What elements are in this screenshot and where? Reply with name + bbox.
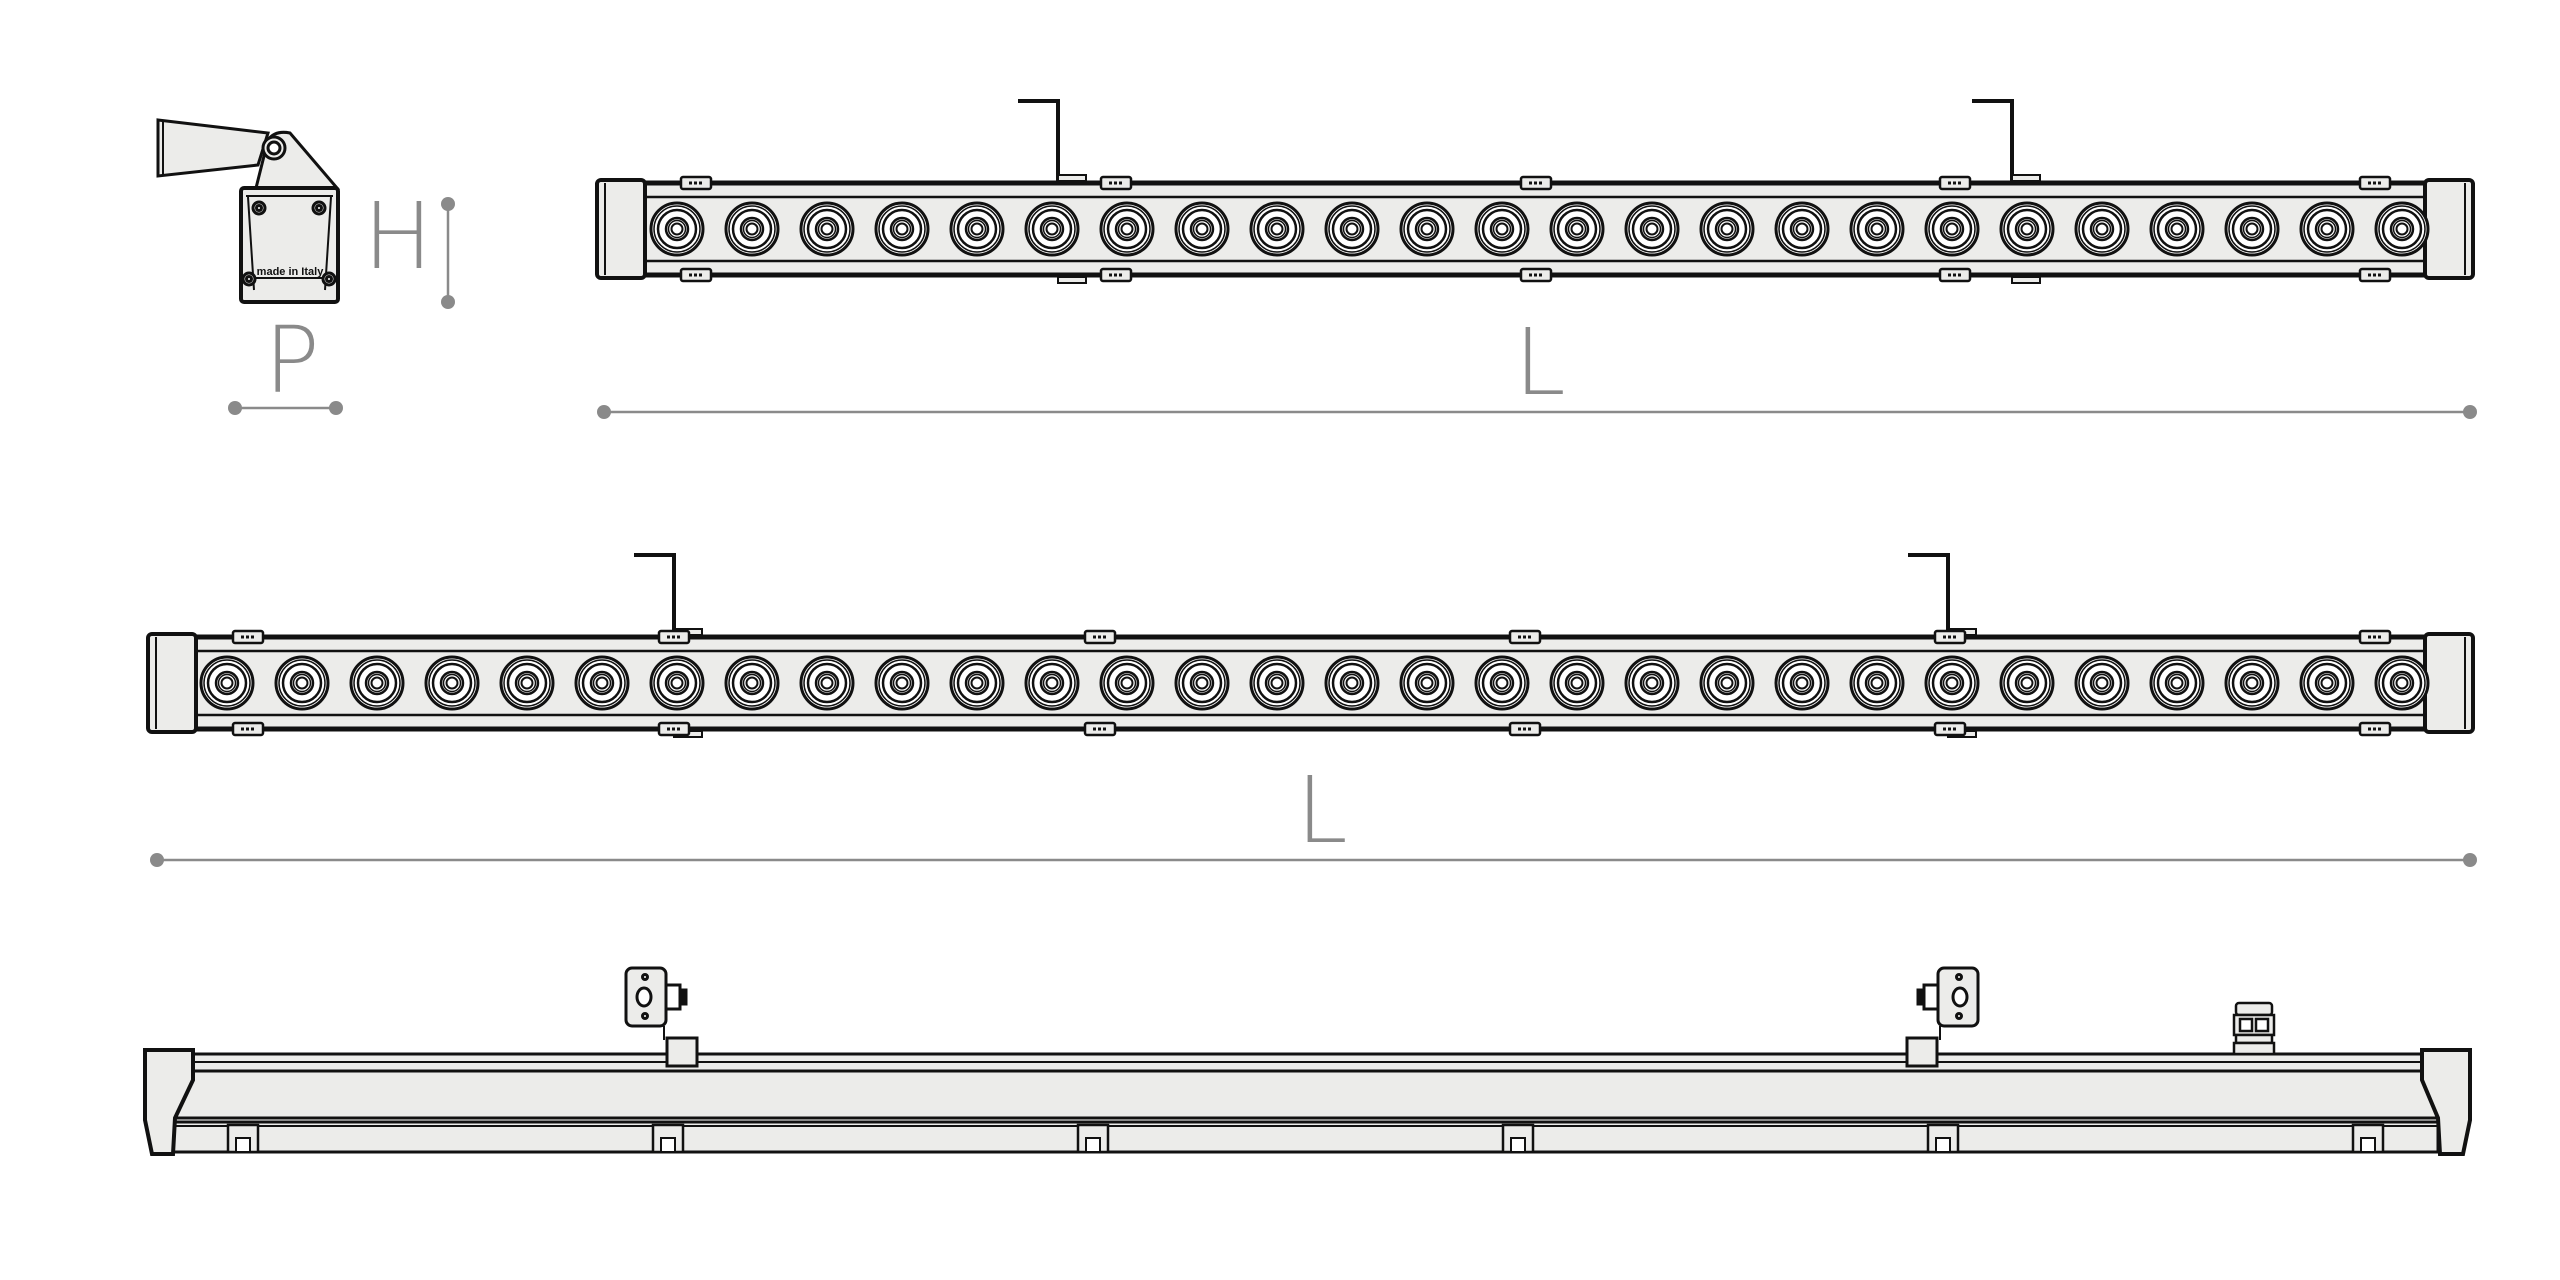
led-lens bbox=[874, 655, 930, 711]
height-label: H bbox=[363, 183, 432, 290]
led-lens bbox=[574, 655, 630, 711]
led-lens bbox=[1099, 655, 1155, 711]
led-lens bbox=[949, 655, 1005, 711]
led-lens bbox=[1774, 655, 1830, 711]
side-body bbox=[172, 1069, 2441, 1120]
mounting-arm bbox=[156, 118, 270, 178]
led-lens bbox=[499, 655, 555, 711]
led-lens bbox=[2149, 655, 2205, 711]
profile-body bbox=[239, 186, 340, 304]
bracket-foot bbox=[2011, 174, 2041, 182]
led-lens bbox=[1924, 655, 1980, 711]
led-lens bbox=[724, 201, 780, 257]
mounting-bracket bbox=[1972, 99, 2040, 181]
led-lens bbox=[874, 201, 930, 257]
depth-label: P bbox=[264, 307, 319, 414]
led-lens bbox=[2224, 201, 2280, 257]
led-lens bbox=[1474, 201, 1530, 257]
led-lens bbox=[1774, 201, 1830, 257]
end-cap-left bbox=[595, 178, 647, 280]
led-lens bbox=[1549, 201, 1605, 257]
led-lens bbox=[649, 655, 705, 711]
bracket-foot bbox=[2011, 276, 2041, 284]
led-lens bbox=[949, 201, 1005, 257]
led-lens bbox=[799, 201, 855, 257]
led-lens bbox=[2224, 655, 2280, 711]
led-lens bbox=[2374, 655, 2430, 711]
led-lens bbox=[2374, 201, 2430, 257]
made-in-italy-label: made in Italy bbox=[257, 266, 325, 278]
lens-panel bbox=[628, 195, 2442, 263]
cable-gland bbox=[2232, 1001, 2276, 1056]
led-lens bbox=[1924, 201, 1980, 257]
led-lens bbox=[1399, 655, 1455, 711]
led-lens bbox=[1699, 201, 1755, 257]
length-label-top: L bbox=[1514, 309, 1565, 416]
led-lens bbox=[199, 655, 255, 711]
led-lens bbox=[1849, 655, 1905, 711]
length-dimension-top bbox=[597, 405, 2477, 419]
led-lens bbox=[1624, 201, 1680, 257]
depth-dimension bbox=[228, 401, 343, 415]
led-lens bbox=[349, 655, 405, 711]
length-label-middle: L bbox=[1296, 757, 1347, 864]
side-bracket-left bbox=[624, 966, 699, 1068]
led-lens bbox=[1399, 201, 1455, 257]
led-lens bbox=[1849, 201, 1905, 257]
bracket-foot bbox=[1057, 276, 1087, 284]
led-lens bbox=[1699, 655, 1755, 711]
led-lens bbox=[1174, 655, 1230, 711]
led-lens bbox=[1474, 655, 1530, 711]
mounting-bracket bbox=[1018, 99, 1086, 181]
mounting-bracket bbox=[634, 553, 702, 635]
led-lens bbox=[724, 655, 780, 711]
led-lens bbox=[1024, 201, 1080, 257]
long-led-bar-front-view bbox=[146, 553, 2475, 738]
end-cap-left bbox=[143, 1048, 195, 1156]
led-lens bbox=[649, 201, 705, 257]
led-lens bbox=[274, 655, 330, 711]
led-lens bbox=[1624, 655, 1680, 711]
led-lens bbox=[2299, 201, 2355, 257]
led-lens bbox=[1324, 655, 1380, 711]
length-dimension-middle bbox=[150, 853, 2477, 867]
led-lens bbox=[1249, 655, 1305, 711]
led-lens bbox=[1174, 201, 1230, 257]
end-cap-left bbox=[146, 632, 198, 734]
mounting-bracket bbox=[1908, 553, 1976, 635]
led-lens bbox=[1999, 201, 2055, 257]
height-dimension bbox=[441, 197, 455, 309]
led-lens bbox=[1024, 655, 1080, 711]
led-lens bbox=[1099, 201, 1155, 257]
led-lens bbox=[1249, 201, 1305, 257]
led-lens bbox=[424, 655, 480, 711]
led-lens bbox=[2299, 655, 2355, 711]
led-lens bbox=[2074, 201, 2130, 257]
profile-view: made in Italy bbox=[156, 118, 341, 304]
led-lens bbox=[1324, 201, 1380, 257]
end-cap-right bbox=[2420, 1048, 2472, 1156]
led-lens bbox=[2149, 201, 2205, 257]
led-lens bbox=[799, 655, 855, 711]
bracket-foot bbox=[1057, 174, 1087, 182]
led-lens bbox=[1999, 655, 2055, 711]
side-bracket-right bbox=[1905, 966, 1980, 1068]
short-led-bar-front-view bbox=[595, 99, 2475, 284]
led-bar-side-view bbox=[143, 966, 2472, 1156]
led-lens bbox=[1549, 655, 1605, 711]
led-lens bbox=[2074, 655, 2130, 711]
